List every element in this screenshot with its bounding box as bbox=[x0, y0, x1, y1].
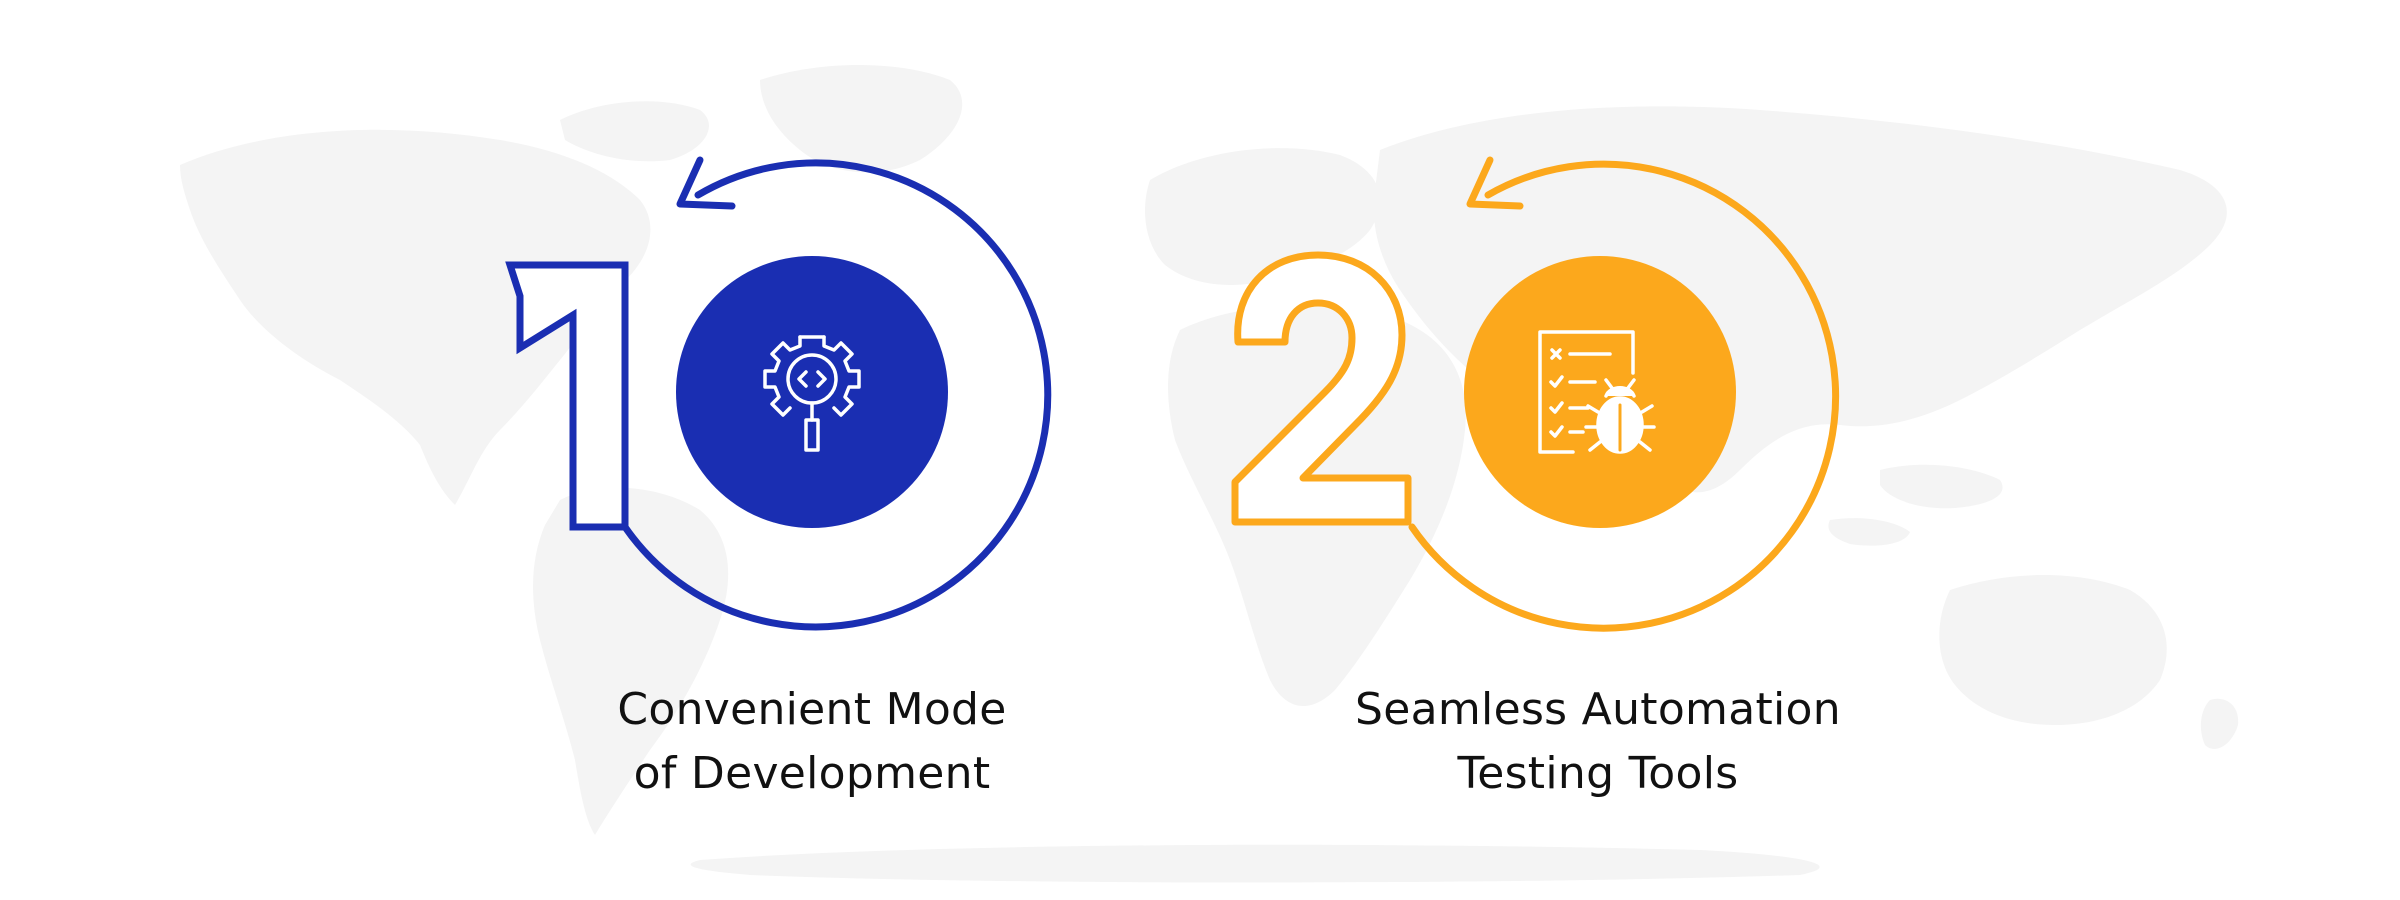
feature-2-title-line-1: Seamless Automation bbox=[1355, 684, 1841, 735]
cycle-arrow-2 bbox=[1466, 156, 1524, 210]
feature-1-title-line-1: Convenient Mode bbox=[617, 684, 1007, 735]
feature-circle-1 bbox=[676, 256, 948, 528]
feature-2-caption: Seamless Automation Testing Tools bbox=[1218, 678, 1978, 806]
feature-1-title-line-2: of Development bbox=[633, 748, 991, 799]
gear-code-icon bbox=[763, 335, 861, 452]
feature-2-title-line-2: Testing Tools bbox=[1457, 748, 1739, 799]
feature-1-caption: Convenient Mode of Development bbox=[432, 678, 1192, 806]
feature-circle-2 bbox=[1464, 256, 1736, 528]
cycle-ring-2 bbox=[1408, 160, 1840, 632]
feature-1 bbox=[505, 156, 1052, 631]
number-2-outline bbox=[1231, 251, 1412, 526]
checklist-bug-icon bbox=[1538, 330, 1656, 454]
cycle-arrow-1 bbox=[676, 156, 736, 210]
feature-2 bbox=[1231, 156, 1840, 632]
cycle-ring-1 bbox=[621, 159, 1052, 631]
number-1-outline bbox=[505, 261, 629, 531]
